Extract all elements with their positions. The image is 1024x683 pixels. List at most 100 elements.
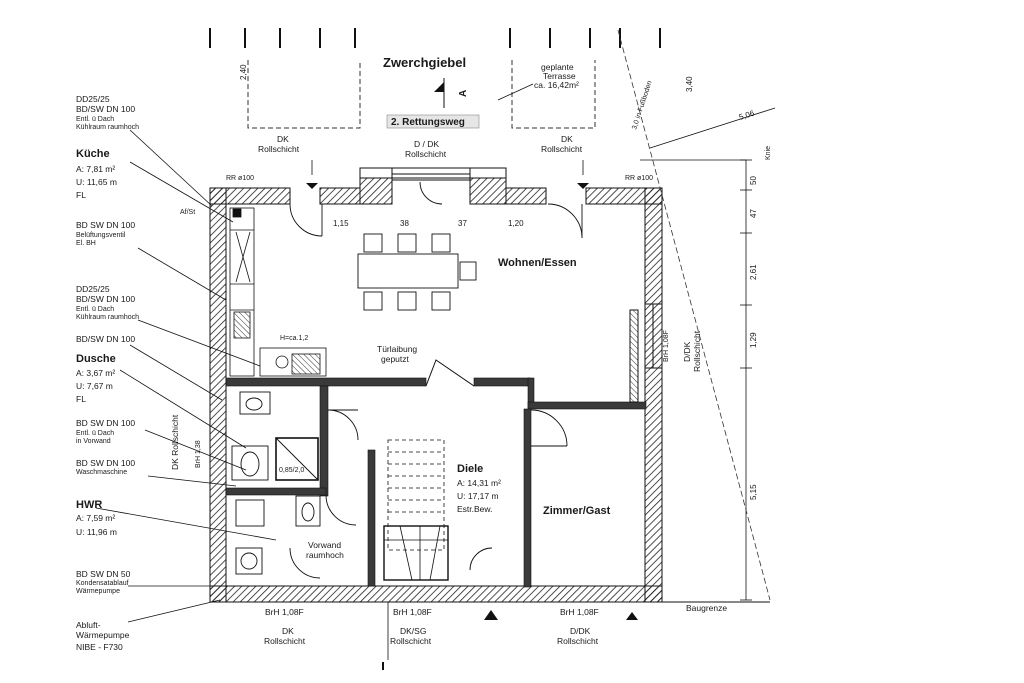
hcm-label: H=ca.1,2 bbox=[280, 335, 308, 342]
zwerchgiebel-title: Zwerchgiebel bbox=[383, 55, 466, 70]
interior-walls bbox=[225, 377, 647, 588]
door-swings bbox=[289, 181, 583, 579]
kitchen-counter bbox=[229, 207, 327, 377]
dim-knie: Knie bbox=[765, 146, 772, 160]
b-label: 0,85/2,0 bbox=[279, 467, 304, 474]
dim-261: 2,61 bbox=[749, 264, 758, 280]
bottom-roof-3-line2: Rollschicht bbox=[557, 636, 599, 646]
left-note-12: BD/SW DN 100 bbox=[76, 294, 135, 304]
bottom-roof-1-line2: Rollschicht bbox=[264, 636, 306, 646]
left-note-26: A: 7,59 m² bbox=[76, 513, 115, 523]
left-note-0: DD25/25 bbox=[76, 94, 110, 104]
dining-table bbox=[357, 233, 477, 311]
left-note-23: BD SW DN 100 bbox=[76, 458, 135, 468]
left-note-3: Kühlraum raumhoch bbox=[76, 124, 139, 131]
roof-label-2-line2: Rollschicht bbox=[405, 149, 447, 159]
left-note-21: Entl. ü Dach bbox=[76, 430, 114, 437]
top-tick-marks bbox=[209, 28, 661, 48]
roof-label-3-line2: Rollschicht bbox=[541, 144, 583, 154]
left-note-5: A: 7,81 m² bbox=[76, 164, 115, 174]
left-brh: BrH 1,38 bbox=[195, 440, 202, 468]
roof-label-1-line2: Rollschicht bbox=[258, 144, 300, 154]
bottom-brh-2: BrH 1,08F bbox=[393, 607, 432, 617]
dim-340: 3,40 bbox=[685, 76, 694, 92]
right-roof-line1: D/DK bbox=[682, 341, 692, 362]
rr-label-right: RR ø100 bbox=[625, 175, 653, 182]
wohnen-label: Wohnen/Essen bbox=[498, 257, 577, 269]
left-note-7: FL bbox=[76, 190, 86, 200]
terrace-label-2: Terrasse bbox=[543, 71, 576, 81]
dim-120: 1,20 bbox=[508, 219, 524, 228]
left-note-15: BD/SW DN 100 bbox=[76, 334, 135, 344]
diele-perimeter: U: 17,17 m bbox=[457, 491, 499, 501]
rr-label-left: RR ø100 bbox=[226, 175, 254, 182]
right-window bbox=[644, 303, 663, 369]
vorwand-2: raumhoch bbox=[306, 550, 344, 560]
dim-38: 38 bbox=[400, 219, 409, 228]
left-note-25: HWR bbox=[76, 499, 102, 511]
marker-triangle-right bbox=[577, 183, 589, 189]
diagonal-label: 3,0 in Fußboden bbox=[631, 80, 653, 131]
left-note-22: in Vorwand bbox=[76, 438, 111, 445]
gable-window bbox=[391, 167, 471, 181]
left-note-29: Kondensatablauf bbox=[76, 580, 129, 587]
left-note-6: U: 11,65 m bbox=[76, 177, 117, 187]
left-note-24: Waschmaschine bbox=[76, 469, 127, 476]
right-dimension-line bbox=[640, 107, 776, 601]
property-diagonal bbox=[617, 29, 771, 601]
bottom-marker-triangle bbox=[484, 610, 498, 620]
afst-label: Af/St bbox=[180, 209, 195, 216]
right-roof-line2: Rollschicht bbox=[692, 330, 702, 372]
left-note-11: DD25/25 bbox=[76, 284, 110, 294]
terrace-label-1: geplante bbox=[541, 62, 574, 72]
left-note-1: BD/SW DN 100 bbox=[76, 104, 135, 114]
dim-515: 5,15 bbox=[749, 484, 758, 500]
left-note-28: BD SW DN 50 bbox=[76, 569, 131, 579]
roof-label-2-line1: D / DK bbox=[414, 139, 439, 149]
tuerlaibung-2: geputzt bbox=[381, 354, 410, 364]
left-note-8: BD SW DN 100 bbox=[76, 220, 135, 230]
left-note-2: Entl. ü Dach bbox=[76, 116, 114, 123]
diele-floor: Estr.Bew. bbox=[457, 504, 492, 514]
right-brh: BrH 1,08F bbox=[663, 330, 670, 362]
marker-triangle-left bbox=[306, 183, 318, 189]
escape-route-box bbox=[386, 114, 480, 129]
left-note-19: FL bbox=[76, 394, 86, 404]
bottom-right-triangle bbox=[626, 612, 638, 620]
left-note-31: Abluft- bbox=[76, 620, 101, 630]
bathroom-fixtures bbox=[231, 391, 321, 575]
roof-label-3-line1: DK bbox=[561, 134, 573, 144]
diele-area: A: 14,31 m² bbox=[457, 478, 501, 488]
dim-129: 1,29 bbox=[749, 332, 758, 348]
dim-240: 2,40 bbox=[239, 64, 248, 80]
roof-label-1-line1: DK bbox=[277, 134, 289, 144]
leader-lines bbox=[95, 129, 277, 623]
left-note-30: Wärmepumpe bbox=[76, 588, 120, 595]
diele-label: Diele bbox=[457, 463, 483, 475]
left-note-4: Küche bbox=[76, 148, 110, 160]
section-marker: A bbox=[434, 78, 469, 108]
terrace-label-3: ca. 16,42m² bbox=[534, 80, 579, 90]
bottom-roof-3-line1: D/DK bbox=[570, 626, 591, 636]
left-note-17: A: 3,67 m² bbox=[76, 368, 115, 378]
exterior-walls bbox=[209, 167, 663, 603]
left-note-27: U: 11,96 m bbox=[76, 527, 117, 537]
left-note-18: U: 7,67 m bbox=[76, 381, 113, 391]
bottom-roof-2-line1: DK/SG bbox=[400, 626, 426, 636]
dim-50: 50 bbox=[749, 176, 758, 185]
interior-wall-outline bbox=[425, 309, 639, 403]
dim-506: 5,06 bbox=[738, 108, 756, 122]
left-note-13: Entl. ü Dach bbox=[76, 306, 114, 313]
zimmer-label: Zimmer/Gast bbox=[543, 505, 611, 517]
left-note-10: El. BH bbox=[76, 240, 96, 247]
bottom-brh-3: BrH 1,08F bbox=[560, 607, 599, 617]
baugrenze-label: Baugrenze bbox=[686, 603, 727, 613]
left-note-20: BD SW DN 100 bbox=[76, 418, 135, 428]
dim-47: 47 bbox=[749, 209, 758, 218]
escape-route-label: 2. Rettungsweg bbox=[391, 117, 465, 128]
left-note-32: Wärmepumpe bbox=[76, 630, 130, 640]
left-note-9: Belüftungsventil bbox=[76, 232, 126, 239]
vorwand-1: Vorwand bbox=[308, 540, 341, 550]
